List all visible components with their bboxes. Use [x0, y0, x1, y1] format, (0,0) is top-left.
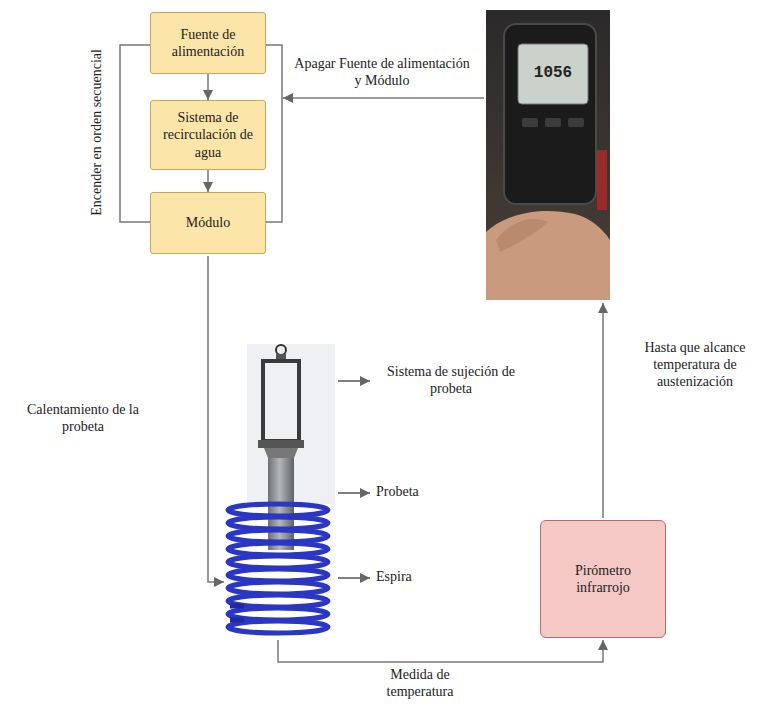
pyrometer-button	[545, 118, 561, 127]
node-text: Sistema de recirculación de agua	[156, 109, 260, 162]
hanging-ring	[276, 345, 286, 355]
photo-detail	[597, 150, 607, 210]
node-text: Pirómetro infrarrojo	[561, 562, 645, 597]
induction-coil	[228, 504, 328, 633]
side-label: Encender en orden secuencial	[89, 32, 106, 232]
flow-arrow	[602, 303, 604, 518]
coil-lead	[230, 606, 244, 620]
flow-arrow	[207, 170, 209, 192]
flow-label: Hasta que alcance temperatura de austeni…	[620, 340, 770, 390]
pyrometer-screen	[518, 44, 588, 104]
process-box: Fuente de alimentación	[150, 12, 266, 74]
node-text: Módulo	[186, 214, 230, 232]
pointer-arrow	[338, 577, 370, 579]
flow-arrow	[283, 97, 484, 99]
flow-label: Calentamiento de la probeta	[8, 402, 158, 436]
process-box: Módulo	[150, 192, 266, 254]
pyrometer-photo	[486, 10, 610, 300]
thumb	[496, 219, 548, 252]
flow-arrow	[278, 640, 603, 662]
pointer-arrow	[338, 380, 370, 382]
part-label: Probeta	[376, 484, 466, 501]
process-box: Sistema de recirculación de agua	[150, 100, 266, 170]
photo-ground	[486, 10, 610, 300]
hand	[486, 211, 610, 300]
flow-arrow	[208, 256, 224, 582]
part-label: Espira	[376, 569, 466, 586]
flow-label: Medida de temperatura	[370, 667, 470, 701]
stop-bracket	[266, 45, 282, 222]
specimen-illustration	[228, 344, 335, 633]
pointer-arrow	[338, 492, 370, 494]
node-text: Fuente de alimentación	[156, 26, 260, 61]
flow-arrow	[207, 74, 209, 100]
holder-plate	[258, 440, 304, 448]
flow-label: Apagar Fuente de alimentación y Módulo	[292, 56, 472, 90]
pyrometer-body	[504, 24, 596, 204]
device-box: Pirómetro infrarrojo	[540, 520, 666, 638]
pyrometer-button	[522, 118, 538, 127]
holder-neck	[264, 448, 298, 458]
display-reading: 1056	[523, 64, 583, 83]
start-bracket	[120, 45, 150, 222]
holder-frame	[263, 361, 299, 441]
pyrometer-button	[568, 118, 584, 127]
part-label: Sistema de sujeción de probeta	[376, 364, 526, 398]
